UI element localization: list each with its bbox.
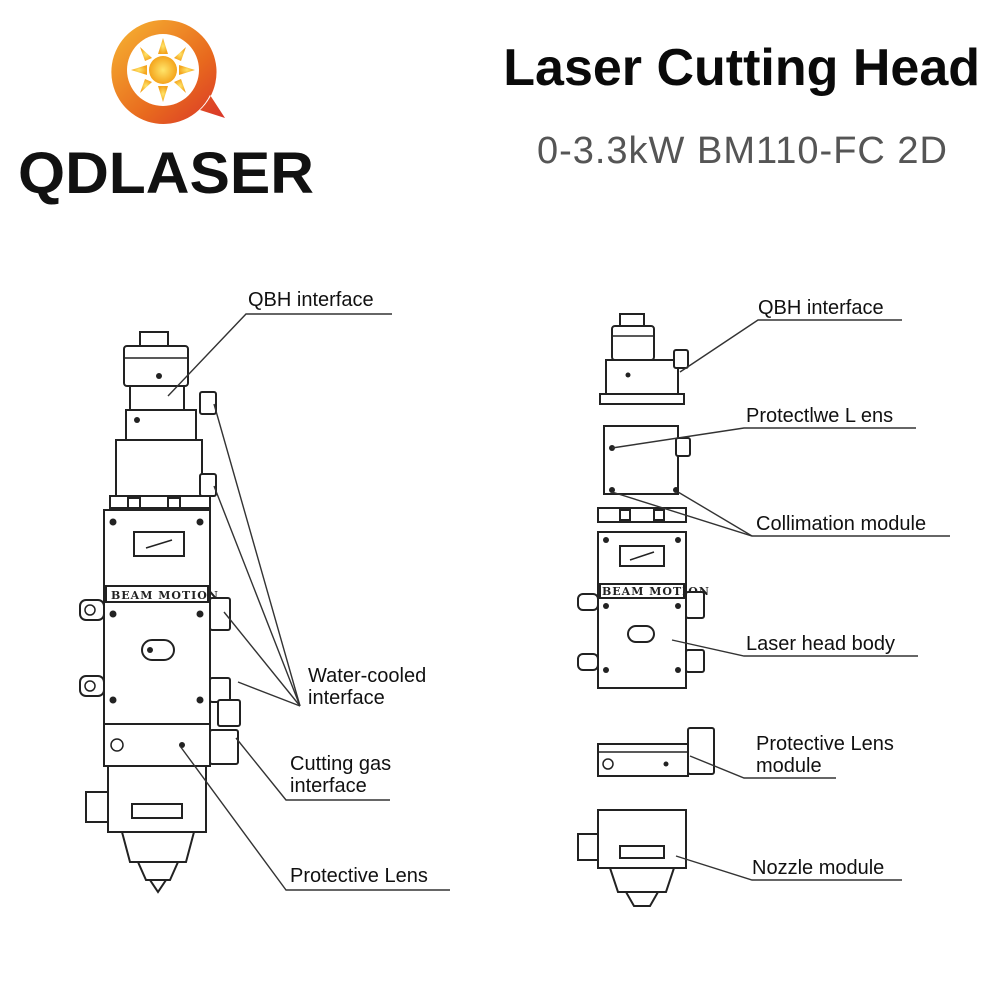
label-right-protective-lens-module-2: module: [756, 755, 822, 777]
label-left-cutting-gas-2: interface: [290, 775, 367, 797]
page-title: Laser Cutting Head: [503, 39, 980, 97]
left-laser-head-body: BEAM MOTION: [79, 509, 241, 727]
qdlaser-logo: [111, 19, 225, 124]
right-band-text: BEAM MOTION: [602, 585, 710, 598]
left-collimation-section: [109, 439, 217, 509]
label-left-protective-lens: Protective Lens: [290, 865, 428, 887]
label-right-qbh-interface: QBH interface: [758, 297, 884, 319]
label-left-water-cooled-1: Water-cooled: [308, 665, 426, 687]
right-collimation-module: [597, 425, 691, 523]
label-right-protective-lens-upper: Protectlwe L ens: [746, 405, 893, 427]
label-left-cutting-gas-1: Cutting gas: [290, 753, 391, 775]
brand-wordmark: QDLASER: [18, 141, 314, 206]
laser-head-diagram: BEAM MOTION: [79, 289, 950, 907]
left-band-text: BEAM MOTION: [111, 589, 219, 602]
brand-name: QDLASER: [18, 141, 314, 206]
right-leader-lines: [611, 319, 950, 881]
right-qbh-module: [599, 313, 689, 405]
right-laser-head-body: BEAM MOTION: [577, 531, 710, 689]
label-right-protective-lens-module-1: Protective Lens: [756, 733, 894, 755]
label-right-collimation-module: Collimation module: [756, 513, 926, 535]
right-nozzle-module: [577, 809, 687, 907]
left-assembly: BEAM MOTION: [79, 331, 241, 894]
right-assembly: BEAM MOTION: [577, 313, 715, 907]
left-nozzle-section: [85, 765, 207, 894]
logo-sun-icon: [111, 19, 225, 124]
label-left-qbh-interface: QBH interface: [248, 289, 374, 311]
label-left-water-cooled-2: interface: [308, 687, 385, 709]
label-right-nozzle-module: Nozzle module: [752, 857, 884, 879]
right-protective-lens-module: [597, 727, 715, 777]
left-leader-lines: [167, 313, 450, 891]
page-subtitle: 0-3.3kW BM110-FC 2D: [536, 130, 948, 172]
left-qbh-connector: [123, 331, 217, 441]
left-protective-lens-section: [103, 723, 239, 767]
label-right-laser-head-body: Laser head body: [746, 633, 895, 655]
